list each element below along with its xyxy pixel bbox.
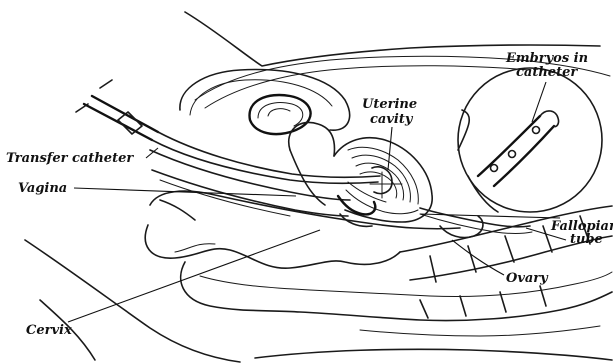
label-ovary: Ovary: [506, 271, 549, 286]
label-uterine-cavity-1: Uterine: [362, 97, 417, 112]
embryo-mark-2: [509, 151, 516, 158]
labels: Embryos in catheter Uterine cavity Trans…: [6, 51, 613, 338]
leader-lines: [68, 82, 566, 322]
label-embryos-in-catheter-1: Embryos in: [505, 51, 588, 66]
bladder: [180, 70, 350, 135]
label-embryos-in-catheter-2: catheter: [516, 65, 578, 80]
embryo-mark-3: [491, 165, 498, 172]
vaginal-canal: [150, 150, 350, 220]
label-vagina: Vagina: [18, 181, 67, 196]
label-cervix: Cervix: [26, 323, 72, 338]
embryo-mark-1: [533, 127, 540, 134]
fallopian-tube-and-ovary: [420, 208, 532, 238]
label-fallopian-tube-2: tube: [570, 232, 603, 247]
label-uterine-cavity-2: cavity: [370, 112, 414, 127]
uterus: [289, 122, 432, 226]
label-transfer-catheter: Transfer catheter: [6, 151, 134, 166]
bowel: [145, 191, 612, 336]
magnified-inset: [458, 68, 602, 212]
